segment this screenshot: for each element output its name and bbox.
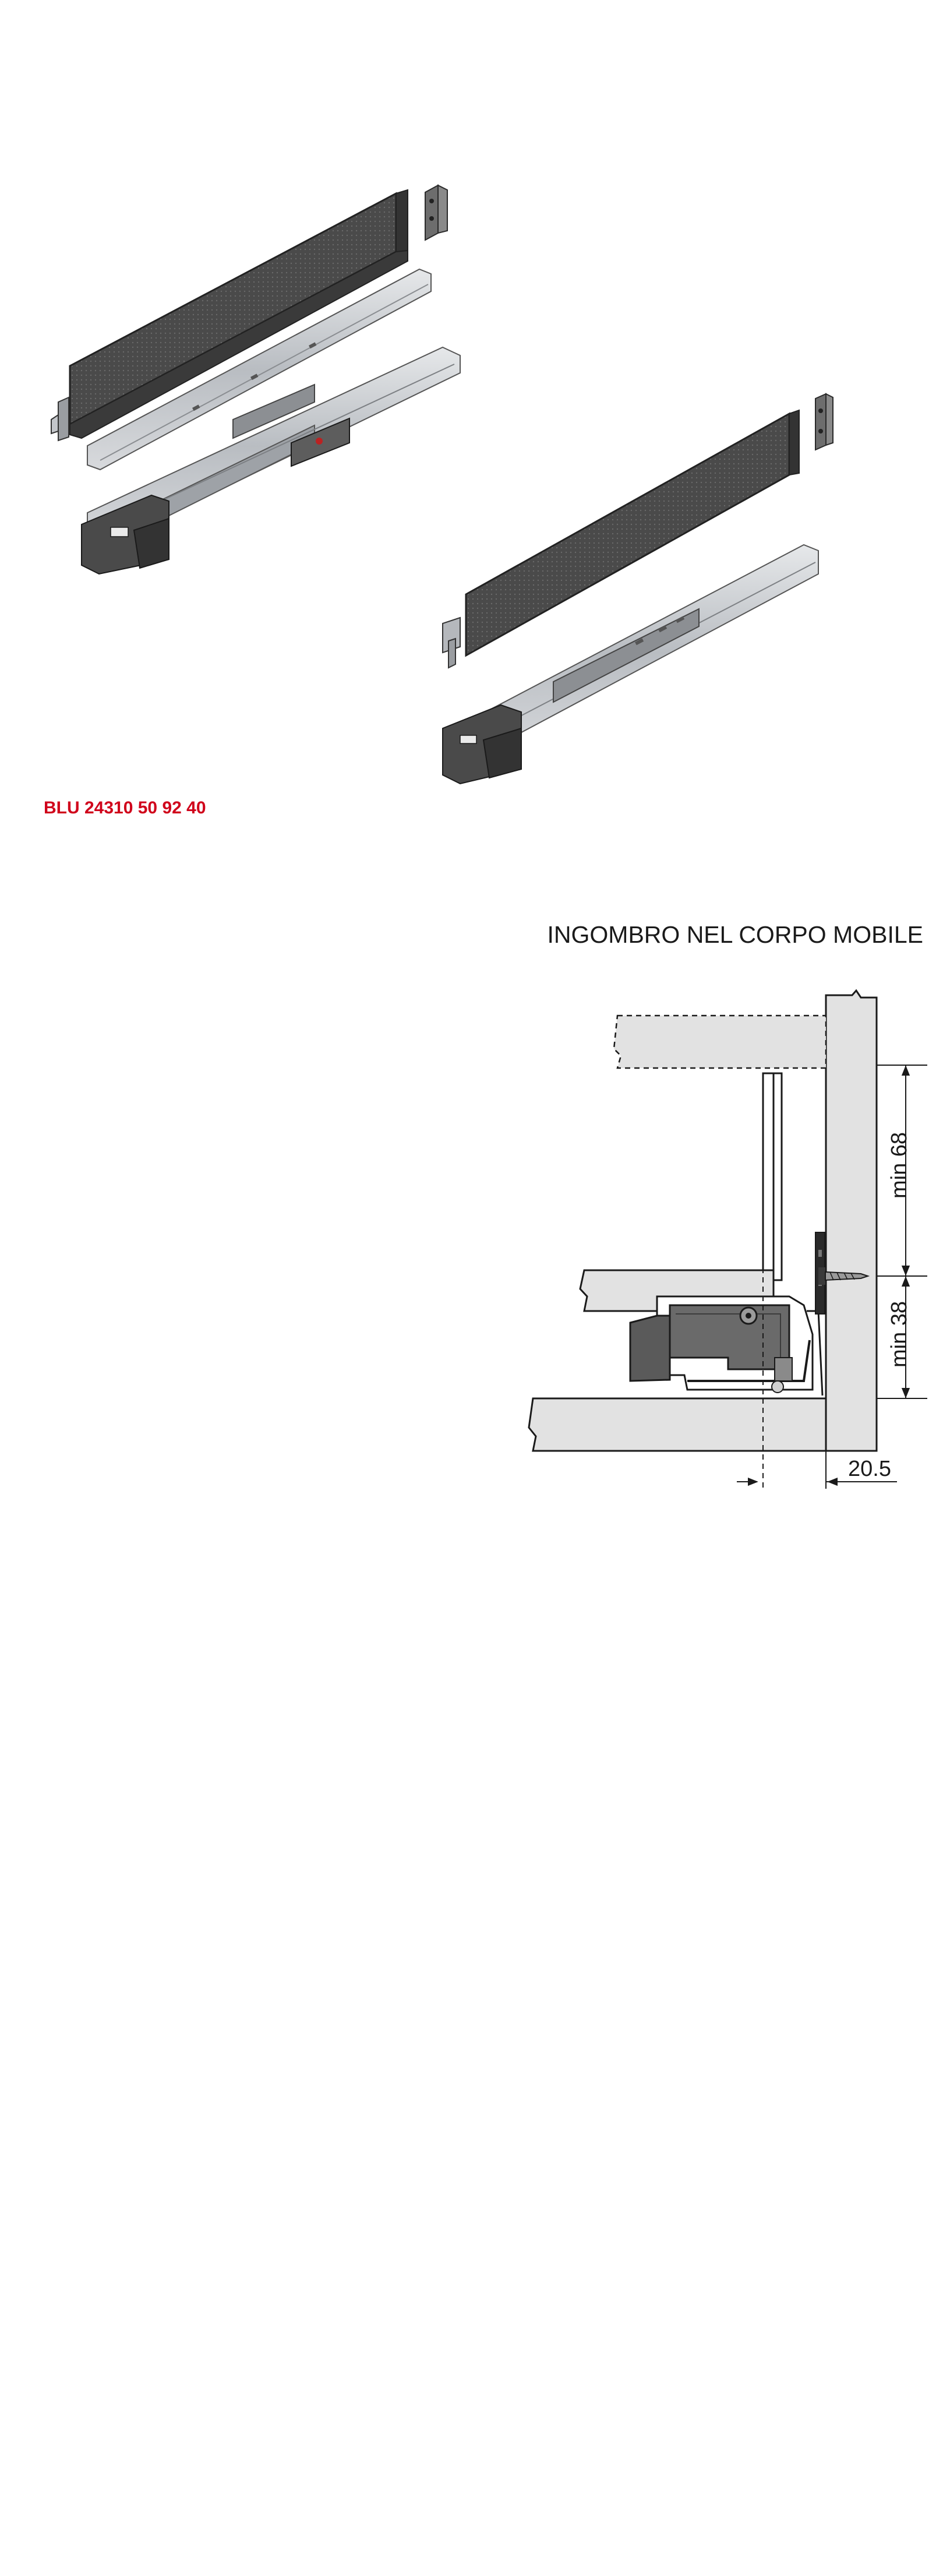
offset-dimension: 20.5: [737, 1451, 897, 1489]
cabinet-side-panel: [825, 989, 878, 1452]
side-wall-right: [465, 409, 800, 657]
upper-rail-left: [87, 268, 432, 471]
upper-shelf-dashed: [613, 1014, 827, 1069]
front-bracket-left: [51, 396, 69, 442]
runner-right: [454, 544, 819, 762]
product-code: BLU 24310 50 92 40: [44, 798, 206, 817]
rear-bracket-left: [425, 184, 448, 241]
section-title: INGOMBRO NEL CORPO MOBILE: [548, 921, 923, 948]
rear-bracket-right: [815, 393, 833, 451]
runner-mechanism-left: [81, 417, 350, 575]
drawer-technical-sheet: BLU 24310 50 92 40 INGOMBRO NEL CORPO MO…: [44, 184, 927, 1489]
front-bracket-right: [442, 616, 461, 669]
dimension-20-5: 20.5: [848, 1457, 891, 1481]
runner-mechanism-right: [442, 704, 522, 785]
runner-damper-mechanism: [629, 1304, 793, 1393]
dimension-min-68: min 68: [887, 1132, 912, 1199]
side-wall-left: [69, 189, 408, 439]
cabinet-bottom-panel: [528, 1397, 827, 1452]
mounting-screw-icon: [818, 1267, 870, 1285]
height-dimension: min 68 min 38: [877, 1065, 927, 1399]
right-assembly-illustration: [442, 393, 833, 785]
cross-section-diagram: min 68 min 38 20.5: [528, 989, 927, 1489]
left-assembly-illustration: [51, 184, 461, 575]
dimension-min-38: min 38: [887, 1301, 912, 1368]
drawer-side-wall: [762, 1072, 783, 1281]
